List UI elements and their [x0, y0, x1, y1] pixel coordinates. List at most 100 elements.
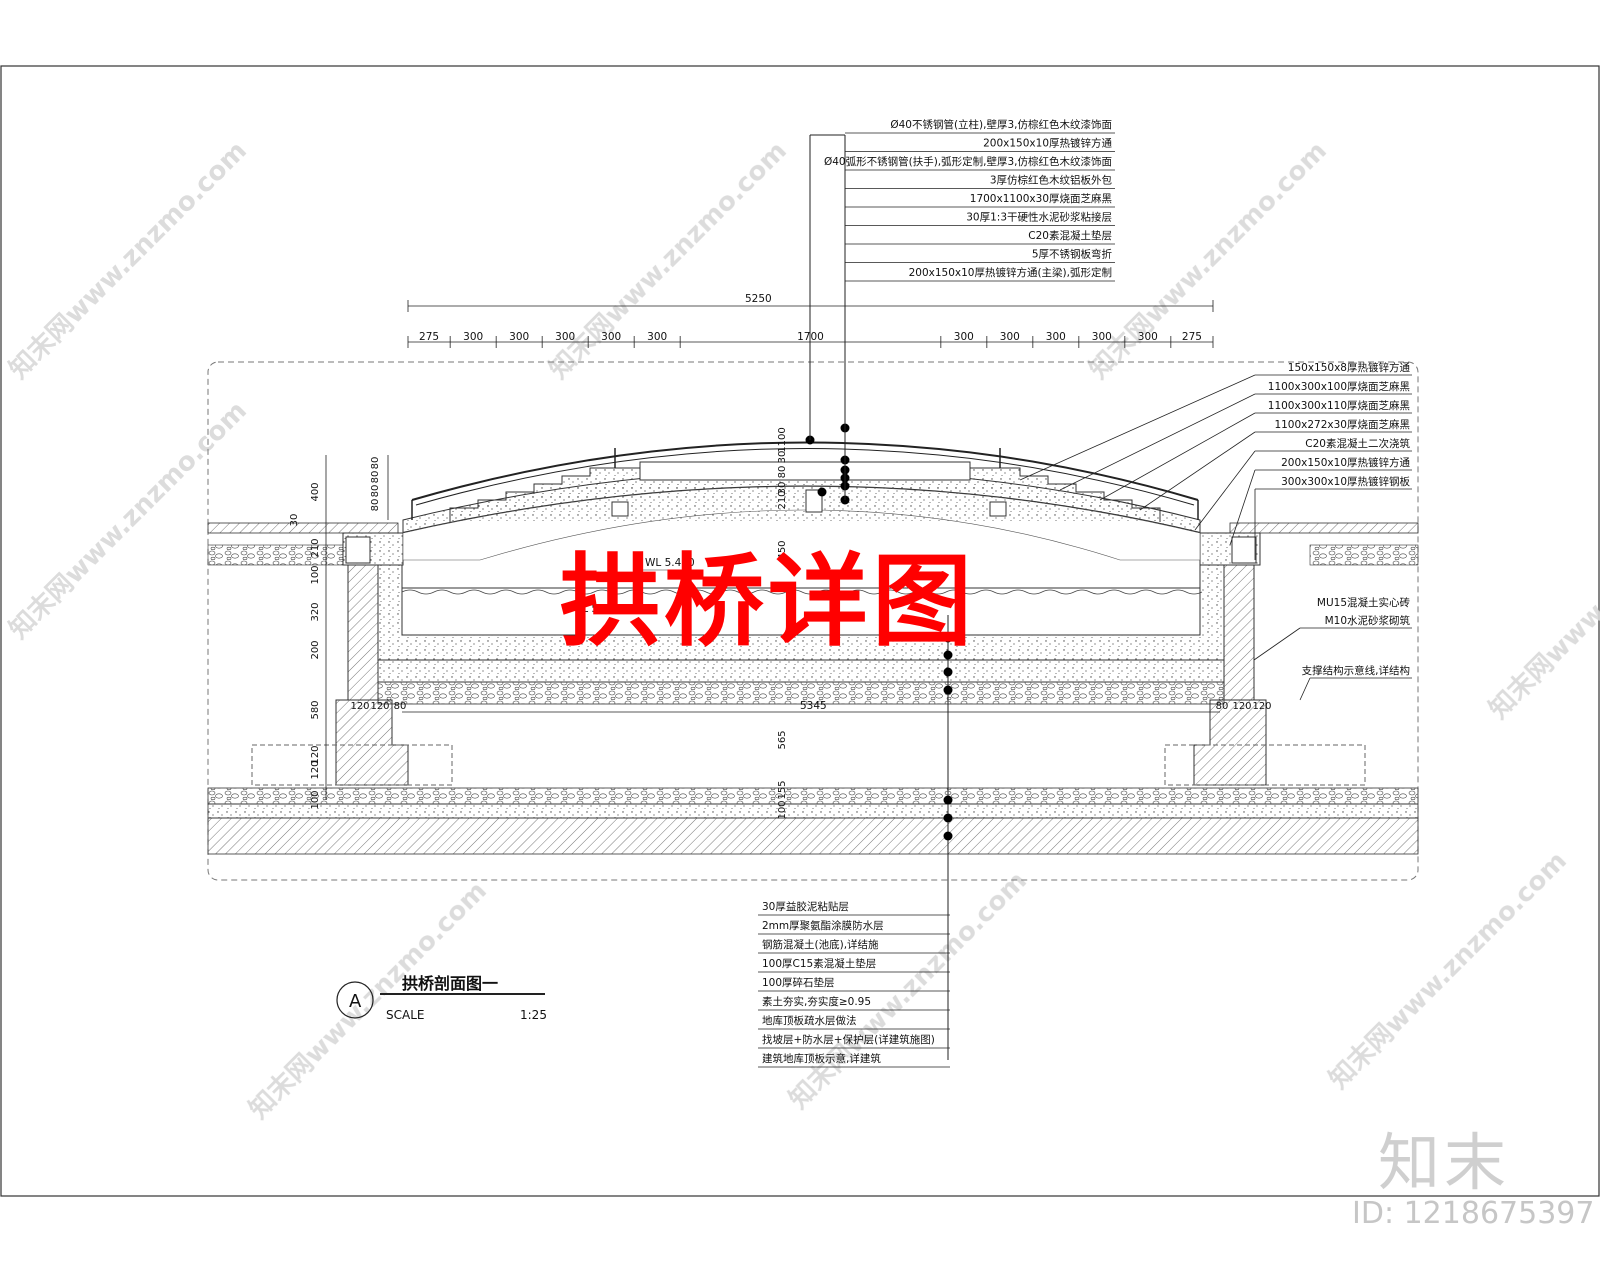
vertical-dimension: 80 — [370, 485, 381, 498]
vertical-dimension: 30 — [289, 514, 300, 527]
horizontal-dimension: 120 — [1252, 701, 1271, 712]
segment-dimension: 300 — [509, 331, 529, 343]
right-pool-wall — [1223, 564, 1255, 701]
detail-boundary — [207, 361, 1419, 881]
post-base — [989, 501, 1007, 517]
callout-label: 钢筋混凝土(池底),详结施 — [762, 938, 879, 951]
left-abutment-tube — [345, 536, 371, 564]
overall-dimension: 5250 — [745, 293, 772, 305]
vertical-dimension: 210 — [310, 538, 321, 557]
right-paving-layer — [1229, 522, 1419, 534]
section-title-block: A 拱桥剖面图一 SCALE 1:25 — [336, 974, 547, 1022]
left-support-dashed — [251, 744, 453, 786]
waterproof-layer — [207, 803, 1419, 819]
left-pool-wall — [347, 564, 379, 701]
segment-dimension: 300 — [1000, 331, 1020, 343]
callout-label: Ø40弧形不锈钢管(扶手),弧形定制,壁厚3,仿棕红色木纹漆饰面 — [824, 155, 1112, 168]
segment-dimension: 300 — [1138, 331, 1158, 343]
segment-dimension: 300 — [954, 331, 974, 343]
callout-leader — [1253, 627, 1301, 661]
side-label: 支撑结构示意线,详结构 — [1302, 664, 1410, 677]
watermark: 知末网www.znzmo.com — [1484, 476, 1600, 725]
sheet-frame — [0, 65, 1600, 1197]
leader-dot — [943, 633, 953, 643]
callout-label: 100厚C15素混凝土垫层 — [762, 957, 876, 970]
brand-id: ID: 1218675397 — [1352, 1196, 1595, 1231]
vertical-dimension: 155 — [777, 780, 788, 799]
vertical-dimension: 400 — [310, 482, 321, 501]
segment-dimension: 300 — [555, 331, 575, 343]
callout-label: C20素混凝土二次浇筑 — [1305, 437, 1410, 450]
right-footing — [1193, 699, 1267, 786]
callout-label: 找坡层+防水层+保护层(详建筑施图) — [762, 1033, 935, 1046]
left-footing — [335, 699, 409, 786]
right-support-dashed — [1164, 744, 1366, 786]
leader-dot — [943, 795, 953, 805]
segment-dimension: 300 — [463, 331, 483, 343]
segment-dimension: 300 — [1092, 331, 1112, 343]
vertical-dimension: 450 — [777, 540, 788, 559]
vertical-dimension: 120 — [310, 745, 321, 764]
right-abutment-tube — [1231, 536, 1257, 564]
drawing-title-stamp: 拱桥详图 — [560, 543, 976, 660]
callout-label: 1100x300x100厚烧面芝麻黑 — [1268, 380, 1410, 393]
vertical-dimension: 200 — [310, 640, 321, 659]
section-name: 拱桥剖面图一 — [402, 974, 498, 993]
segment-dimension: 300 — [601, 331, 621, 343]
callout-leader — [1099, 412, 1256, 501]
segment-dimension: 275 — [1182, 331, 1202, 343]
pool-width-dimension: 5345 — [800, 700, 827, 712]
leader-dot — [943, 650, 953, 660]
vertical-dimension: 30 — [777, 482, 788, 495]
pool-base-gravel — [377, 681, 1225, 705]
horizontal-dimension: 120 — [370, 701, 389, 712]
section-marker-letter: A — [349, 991, 362, 1012]
callout-label: 3厚仿棕红色木纹铝板外包 — [990, 174, 1113, 187]
post-base — [611, 501, 629, 517]
left-gravel-layer — [207, 544, 344, 566]
vertical-dimension: 30 — [777, 451, 788, 464]
segment-dimension: 275 — [419, 331, 439, 343]
post-base — [805, 489, 823, 513]
vertical-dimension: 120 — [310, 760, 321, 779]
side-label: MU15混凝土实心砖 — [1317, 596, 1411, 609]
leader-dot — [943, 685, 953, 695]
callout-label: 300x300x10厚热镀锌钢板 — [1281, 475, 1410, 488]
horizontal-dimension: 120 — [1232, 701, 1251, 712]
callout-leader — [1299, 677, 1311, 701]
vertical-dimension: 1100 — [777, 427, 788, 452]
vertical-dimension: 210 — [777, 490, 788, 509]
vertical-dimension: 80 — [370, 471, 381, 484]
segment-dimension: 300 — [1046, 331, 1066, 343]
callout-label: 100厚碎石垫层 — [762, 976, 835, 989]
horizontal-dimension: 120 — [350, 701, 369, 712]
drainage-layer — [207, 787, 1419, 805]
callout-label: 1100x272x30厚烧面芝麻黑 — [1274, 418, 1410, 431]
vertical-dimension: 100 — [310, 565, 321, 584]
watermark: 知末网www.znzmo.com — [544, 136, 793, 385]
vertical-dimension: 320 — [310, 602, 321, 621]
vertical-dimension: 565 — [777, 730, 788, 749]
vertical-dimension: 80 — [777, 466, 788, 479]
water-level-label: WL 5.450 — [645, 557, 695, 569]
watermark: 知末网www.znzmo.com — [1324, 846, 1573, 1095]
vertical-dimension: 100 — [310, 790, 321, 809]
callout-label: 200x150x10厚热镀锌方通(主梁),弧形定制 — [909, 266, 1112, 279]
scale-label: SCALE — [386, 1008, 424, 1022]
segment-dimension: 300 — [647, 331, 667, 343]
callout-label: 建筑地库顶板示意,详建筑 — [762, 1052, 881, 1065]
watermark: 知末网www.znzmo.com — [244, 876, 493, 1125]
callout-leader — [1194, 450, 1256, 531]
watermark: 知末网www.znzmo.com — [4, 136, 253, 385]
brand-logo-text: 知末 — [1378, 1126, 1511, 1199]
scale-value: 1:25 — [520, 1008, 547, 1022]
watermark: 知末网www.znzmo.com — [1084, 136, 1333, 385]
vertical-dimension: 80 — [370, 499, 381, 512]
callout-leader — [1139, 431, 1256, 511]
callout-leader — [1229, 469, 1256, 546]
callout-label: 1700x1100x30厚烧面芝麻黑 — [970, 192, 1112, 205]
callout-label: 30厚益胶泥粘贴层 — [762, 900, 849, 913]
deck-slab-center — [639, 461, 971, 481]
handrail-inner — [415, 448, 1195, 506]
